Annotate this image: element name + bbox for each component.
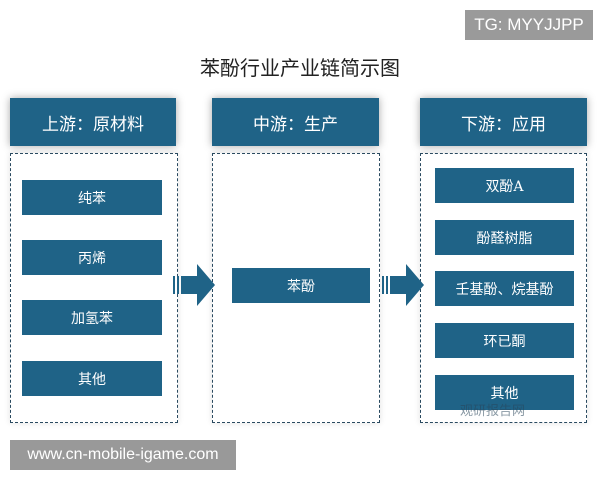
upstream-item: 加氢苯 bbox=[22, 300, 162, 335]
upstream-item: 丙烯 bbox=[22, 240, 162, 275]
downstream-item: 双酚A bbox=[435, 168, 574, 203]
midstream-box bbox=[212, 153, 380, 423]
tg-badge: TG: MYYJJPP bbox=[465, 10, 593, 40]
upstream-header: 上游：原材料 bbox=[10, 98, 176, 146]
footer-site: www.cn-mobile-igame.com bbox=[10, 440, 236, 470]
upstream-item: 其他 bbox=[22, 361, 162, 396]
downstream-item: 壬基酚、烷基酚 bbox=[435, 271, 574, 306]
watermark: 观研报告网 bbox=[460, 404, 526, 419]
right-arrow-icon bbox=[382, 264, 424, 306]
diagram-title: 苯酚行业产业链简示图 bbox=[200, 56, 400, 80]
downstream-item: 其他 bbox=[435, 375, 574, 410]
right-arrow-icon bbox=[173, 264, 215, 306]
upstream-item: 纯苯 bbox=[22, 180, 162, 215]
downstream-item: 酚醛树脂 bbox=[435, 220, 574, 255]
downstream-item: 环已酮 bbox=[435, 323, 574, 358]
downstream-header: 下游：应用 bbox=[420, 98, 587, 146]
midstream-header: 中游：生产 bbox=[212, 98, 379, 146]
midstream-item: 苯酚 bbox=[232, 268, 370, 303]
